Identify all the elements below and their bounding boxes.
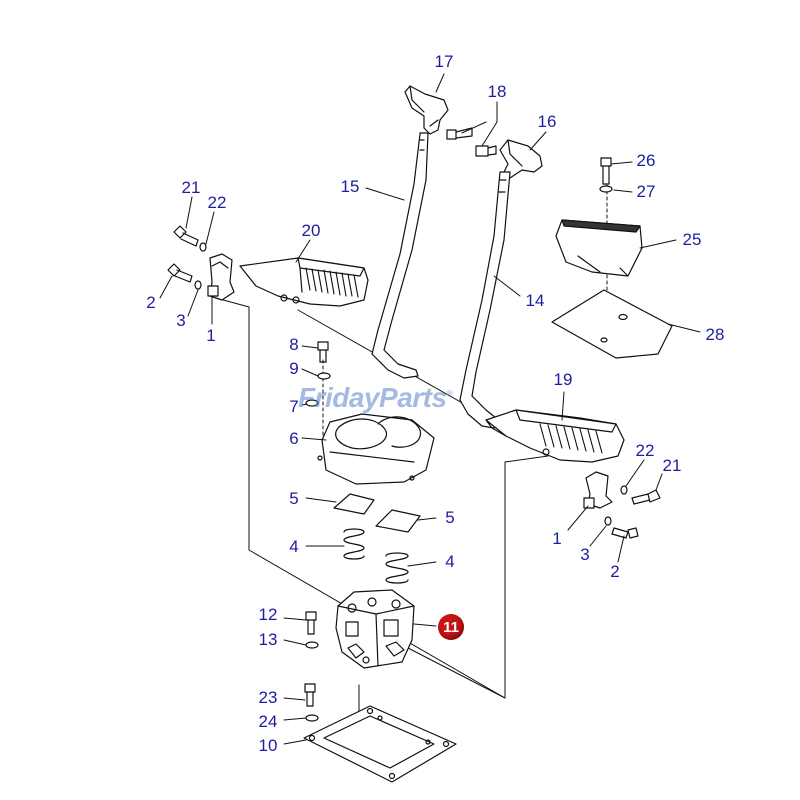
callout-15: 15 xyxy=(340,177,360,196)
callout-27: 27 xyxy=(636,182,656,201)
cover-part-25 xyxy=(555,219,643,277)
callout-11-highlighted[interactable]: 11 xyxy=(438,614,464,640)
lever-rod-part-15 xyxy=(371,132,429,379)
plate-part-28 xyxy=(551,289,673,359)
callout-17: 17 xyxy=(434,52,454,71)
watermark-logo: FridayParts® xyxy=(298,382,453,413)
callout-10: 10 xyxy=(258,736,278,755)
boot-cover-part-6 xyxy=(317,413,435,485)
callout-28: 28 xyxy=(705,325,725,344)
washer-part-24 xyxy=(305,714,319,722)
callout-5-left: 5 xyxy=(289,489,299,508)
callout-9: 9 xyxy=(289,359,299,378)
knob-part-17 xyxy=(404,85,449,135)
callout-21-left: 21 xyxy=(181,178,201,197)
callout-18: 18 xyxy=(487,82,507,101)
spring-part-4-a xyxy=(343,528,365,560)
leader-lines xyxy=(159,73,701,745)
callout-5-right: 5 xyxy=(445,508,455,527)
callout-14: 14 xyxy=(525,291,545,310)
callout-4-right: 4 xyxy=(445,552,455,571)
callout-21-right: 21 xyxy=(662,456,682,475)
callout-4-left: 4 xyxy=(289,537,299,556)
spring-seat-part-5-a xyxy=(333,493,375,515)
lever-rod-part-14 xyxy=(459,171,511,429)
spring-seat-part-5-b xyxy=(375,509,421,533)
callout-7: 7 xyxy=(289,397,299,416)
callout-2-left: 2 xyxy=(146,293,156,312)
spring-part-4-b xyxy=(385,552,409,584)
callout-8: 8 xyxy=(289,335,299,354)
washer-part-13 xyxy=(305,641,319,649)
callout-3-right: 3 xyxy=(580,545,590,564)
bolt-part-2-right xyxy=(611,527,639,539)
bolt-part-26 xyxy=(600,157,612,185)
callout-24: 24 xyxy=(258,712,278,731)
callout-19: 19 xyxy=(553,370,573,389)
callout-22-right: 22 xyxy=(635,441,655,460)
bolt-part-2-left xyxy=(167,263,193,283)
bolt-part-12 xyxy=(305,611,317,635)
callout-1-right: 1 xyxy=(552,529,562,548)
callout-1-left: 1 xyxy=(206,326,216,345)
washer-part-3-right xyxy=(604,516,612,526)
washer-part-7 xyxy=(305,399,319,407)
bracket-part-1-right xyxy=(583,471,613,509)
bolt-part-8 xyxy=(317,341,329,363)
pedal-part-19 xyxy=(485,409,625,463)
pilot-valve-part-11 xyxy=(335,589,415,669)
bolt-part-18 xyxy=(446,127,497,157)
callout-25: 25 xyxy=(682,230,702,249)
pedal-part-20 xyxy=(239,257,369,307)
callout-12: 12 xyxy=(258,605,278,624)
bolt-part-21-left xyxy=(173,225,199,247)
callout-3-left: 3 xyxy=(176,311,186,330)
callout-16: 16 xyxy=(537,112,557,131)
callout-26: 26 xyxy=(636,151,656,170)
washer-part-22-left xyxy=(199,242,207,252)
bracket-part-1-left xyxy=(207,253,235,301)
callout-23: 23 xyxy=(258,688,278,707)
washer-part-3-left xyxy=(194,280,202,290)
callout-13: 13 xyxy=(258,630,278,649)
washer-part-22-right xyxy=(620,485,628,495)
gasket-part-10 xyxy=(303,705,457,783)
bolt-part-23 xyxy=(304,683,316,707)
callout-6: 6 xyxy=(289,429,299,448)
callout-22-left: 22 xyxy=(207,193,227,212)
callout-20: 20 xyxy=(301,221,321,240)
washer-part-9 xyxy=(317,372,331,380)
washer-part-27 xyxy=(599,185,613,193)
callout-2-right: 2 xyxy=(610,562,620,581)
bolt-part-21-right xyxy=(631,489,661,505)
knob-part-16 xyxy=(499,139,543,179)
